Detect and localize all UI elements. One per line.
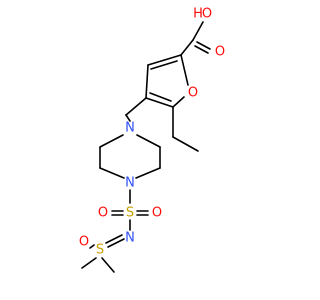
bond-furan-c4-c5-inner [149, 92, 172, 102]
bond-furan-c3-c4 [145, 64, 149, 99]
bond-n-s-double-a [107, 238, 125, 248]
bond-ethyl-2 [172, 136, 199, 152]
bond-pip-6 [135, 167, 161, 179]
atom-piperazine-n2: N [125, 176, 135, 191]
bond-furan-c2-c3 [147, 54, 182, 66]
bond-n-s-double-b [105, 234, 123, 244]
atom-sulfoximine-o: O [79, 235, 89, 250]
bond-furan-c4-c5 [145, 97, 174, 108]
bond-methyl-2 [101, 257, 115, 273]
bond-c-o-double-b [194, 45, 209, 54]
atom-piperazine-n1: N [125, 121, 135, 136]
bond-cooh-c-oh [192, 21, 204, 41]
atom-sulfonyl-o-left: O [98, 206, 108, 221]
bond-furan-c2-o [180, 54, 189, 86]
atom-carboxyl-h: H [193, 7, 203, 22]
molecule-structure: H O O O N N O S O N O S [79, 7, 225, 273]
atom-sulfonyl-s: S [126, 206, 134, 221]
atom-sulfoximine-s: S [96, 243, 104, 258]
bond-methyl-1 [81, 257, 97, 269]
bond-ch2-1 [125, 97, 147, 116]
bond-pip-1 [99, 134, 124, 148]
atom-imine-n: N [125, 231, 135, 246]
structure-canvas: H O O O N N O S O N O S [79, 7, 225, 273]
bond-pip-3 [99, 167, 125, 179]
bond-c-o-double-a [196, 41, 211, 50]
atom-furan-o: O [188, 86, 198, 101]
atom-carbonyl-o: O [215, 45, 225, 60]
bond-ch2-2 [125, 114, 131, 122]
atom-carboxyl-o: O [202, 7, 212, 22]
bond-s-o-sulfoximine [89, 244, 95, 249]
bond-furan-c2-c3-inner [150, 60, 178, 70]
bond-furan-c5-o [172, 96, 185, 108]
bond-cooh-c-ring [180, 39, 194, 56]
bond-pip-4 [136, 134, 161, 148]
atom-sulfonyl-o-right: O [152, 206, 162, 221]
